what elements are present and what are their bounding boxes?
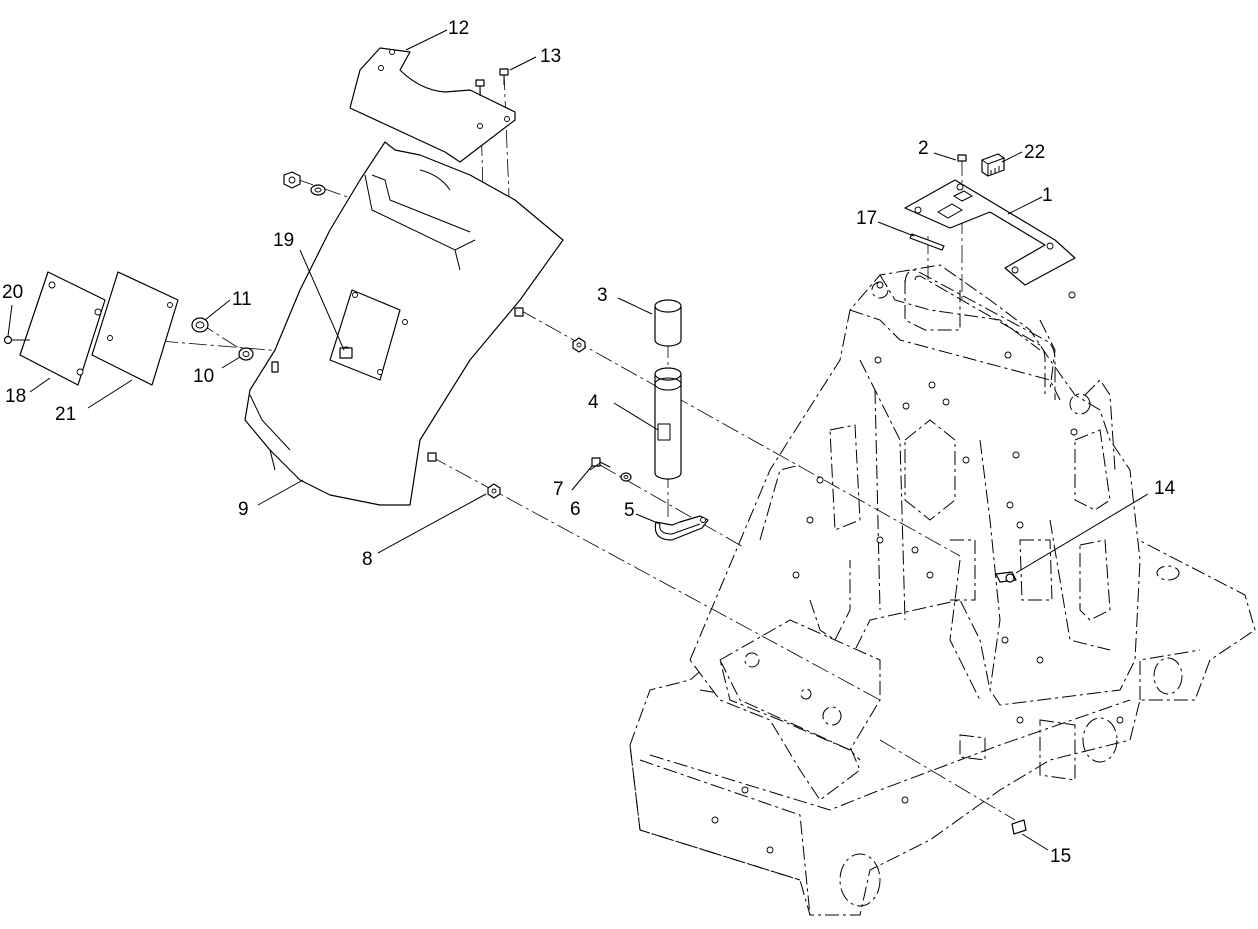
upper-panel-nut (572, 337, 586, 353)
part-9-console-panel (244, 141, 564, 506)
part-11-bushing (191, 317, 209, 333)
part-17-strip (909, 233, 945, 251)
callout-9: 9 (238, 499, 249, 520)
part-18-plate (19, 271, 106, 386)
callout-11: 11 (232, 289, 252, 310)
part-12-top-cover (349, 47, 516, 163)
part-15-label (1011, 819, 1027, 835)
callout-19: 19 (273, 230, 294, 251)
callout-1: 1 (1042, 185, 1053, 206)
callout-14: 14 (1154, 478, 1176, 499)
part-3-cap (654, 299, 682, 347)
callout-labels: 1 2 3 4 5 6 7 8 9 10 11 12 13 14 15 17 1… (2, 18, 1176, 867)
part-8-nut (487, 483, 501, 499)
callout-17: 17 (856, 208, 877, 229)
part-6-washer (620, 472, 632, 482)
callout-7: 7 (553, 479, 564, 500)
callout-20: 20 (2, 282, 23, 303)
callout-12: 12 (448, 18, 469, 39)
part-14-stud (995, 571, 1017, 583)
callout-13: 13 (540, 46, 561, 67)
callout-5: 5 (624, 500, 635, 521)
part-4-tube (654, 367, 682, 480)
callout-4: 4 (588, 392, 599, 413)
callout-6: 6 (570, 499, 581, 520)
callout-18: 18 (5, 386, 26, 407)
callout-10: 10 (193, 366, 214, 387)
machine-frame-phantom (629, 264, 1256, 916)
part-19-clip (339, 347, 353, 359)
callout-15: 15 (1050, 846, 1071, 867)
callout-8: 8 (362, 549, 373, 570)
part-1-bracket (904, 179, 1076, 286)
frame-holes (711, 281, 1124, 854)
callout-21: 21 (55, 404, 76, 425)
part-22-switch (981, 153, 1005, 177)
part-2-screw (957, 154, 967, 162)
upper-nut-washer (283, 171, 326, 196)
part-20-screw (3, 335, 30, 345)
leader-lines (7, 29, 1149, 851)
part-21-plate (91, 271, 179, 386)
callout-2: 2 (918, 138, 929, 159)
part-13-screws (475, 68, 509, 96)
part-10-washer (238, 347, 254, 361)
callout-22: 22 (1024, 142, 1045, 163)
callout-3: 3 (597, 285, 608, 306)
part-5-clamp (654, 515, 709, 541)
